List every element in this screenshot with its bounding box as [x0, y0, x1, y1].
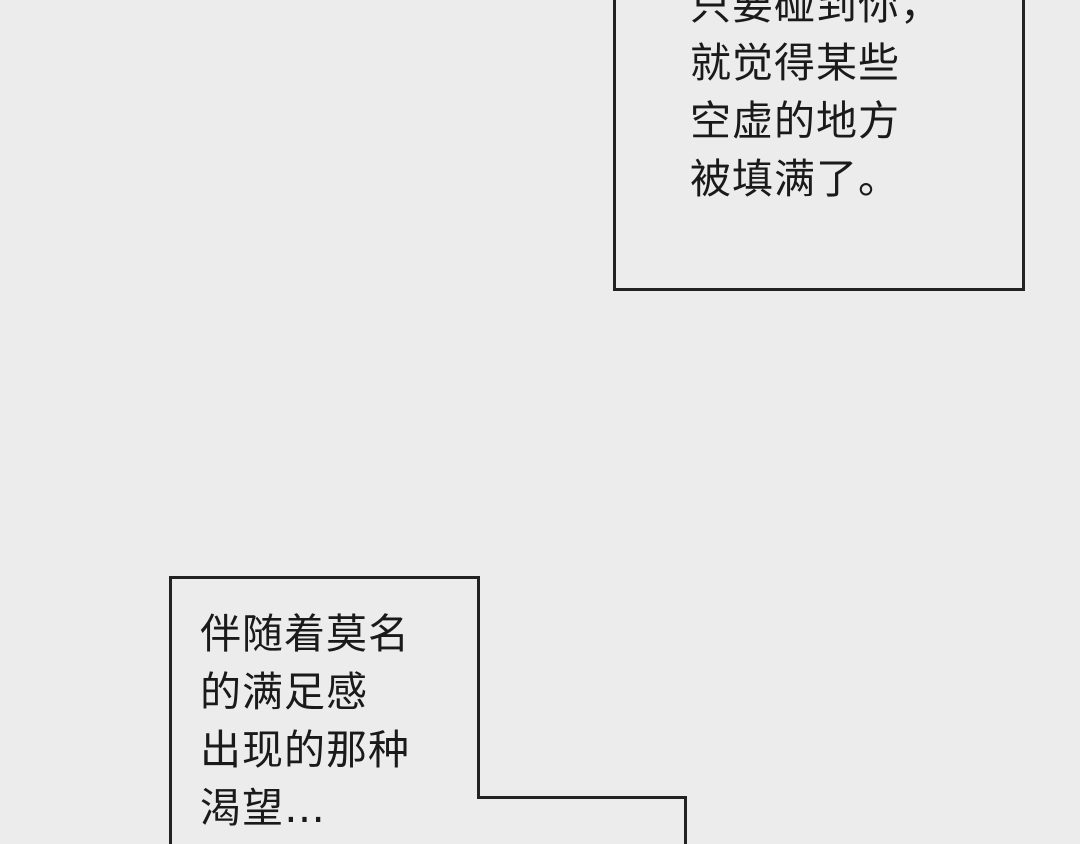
caption-box-bottom-join: [172, 776, 477, 844]
caption-box-bottom: 伴随着莫名 的满足感 出现的那种 渴望…: [169, 576, 689, 844]
caption-text-bottom: 伴随着莫名 的满足感 出现的那种 渴望…: [200, 610, 410, 832]
caption-box-top: 只要碰到你， 就觉得某些 空虚的地方 被填满了。: [613, 0, 1025, 291]
caption-text-top: 只要碰到你， 就觉得某些 空虚的地方 被填满了。: [690, 0, 942, 203]
